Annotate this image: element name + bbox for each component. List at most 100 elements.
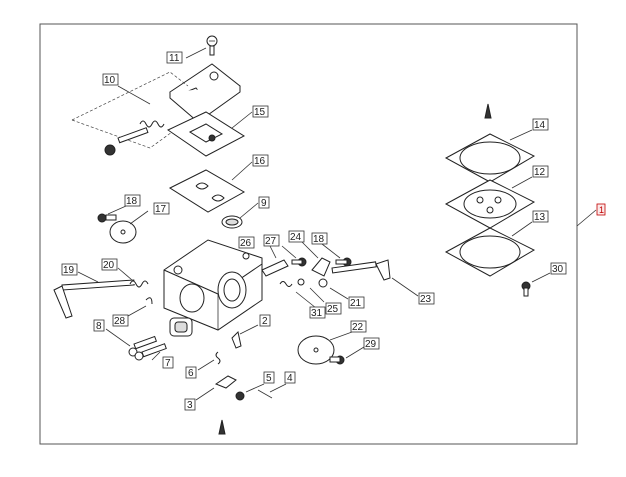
callout-text[interactable]: 1 <box>599 205 604 215</box>
label-18a: 18 <box>124 194 141 207</box>
label-28: 28 <box>112 314 129 327</box>
label-9: 9 <box>258 196 270 209</box>
label-13: 13 <box>532 210 549 223</box>
part-12-diaphragm-plate <box>444 179 536 229</box>
part-29-screw <box>329 355 345 365</box>
label-text: 24 <box>290 232 302 243</box>
label-19: 19 <box>61 263 78 276</box>
label-26-box: 26 <box>238 236 255 249</box>
label-27-box: 27 <box>263 234 280 247</box>
label-text: 18 <box>313 234 325 245</box>
part-6-spring <box>215 351 221 365</box>
label-text: 8 <box>96 321 102 332</box>
label-6: 6 <box>185 366 197 379</box>
label-10: 10 <box>102 73 119 86</box>
label-text: 5 <box>266 373 272 384</box>
callout-part-1[interactable]: 1 <box>596 203 606 216</box>
part-10-guide-line <box>71 71 189 121</box>
part-27-screw <box>291 257 307 267</box>
label-4: 4 <box>284 371 296 384</box>
label-3: 3 <box>184 398 196 411</box>
part-30-screw <box>521 281 531 297</box>
part-17-disk <box>109 220 137 244</box>
label-text: 20 <box>103 260 115 271</box>
label-16: 16 <box>252 154 269 167</box>
part-15-gasket <box>166 111 245 157</box>
label-2: 2 <box>259 314 271 327</box>
label-text: 25 <box>327 304 339 315</box>
label-text: 12 <box>534 167 546 178</box>
part-14-gasket <box>444 133 536 183</box>
label-text: 18 <box>126 196 138 207</box>
direction-arrow-down <box>218 419 226 435</box>
label-25: 25 <box>325 302 342 315</box>
part-24-lever <box>311 257 331 277</box>
label-text: 16 <box>254 156 266 167</box>
label-11: 11 <box>166 51 183 64</box>
label-text: 19 <box>63 265 75 276</box>
part-21-washer <box>318 278 328 288</box>
label-7: 7 <box>162 356 174 369</box>
part-23-shaft <box>331 259 391 281</box>
part-7-needle <box>134 343 167 361</box>
label-14: 14 <box>532 118 549 131</box>
label-text: 4 <box>287 373 293 384</box>
label-text: 31 <box>311 308 323 319</box>
label-23: 23 <box>418 292 435 305</box>
part-10-guide-line-2 <box>71 119 173 149</box>
label-5: 5 <box>263 371 275 384</box>
label-21: 21 <box>348 296 365 309</box>
part-20-spring <box>129 280 149 288</box>
carburetor-body <box>163 239 263 337</box>
part-10-cover <box>169 63 241 123</box>
leader-lines <box>77 47 597 401</box>
label-20: 20 <box>101 258 118 271</box>
part-31-spring <box>279 281 293 287</box>
label-text: 30 <box>552 264 564 275</box>
part-5-screw <box>235 391 245 401</box>
label-text: 27 <box>265 236 277 247</box>
label-31: 31 <box>309 306 326 319</box>
part-13-gasket <box>444 227 536 277</box>
label-17: 17 <box>153 202 170 215</box>
part-4-pin <box>257 389 273 399</box>
label-text: 29 <box>365 339 377 350</box>
label-text: 9 <box>261 198 267 209</box>
label-15: 15 <box>252 105 269 118</box>
label-29: 29 <box>363 337 380 350</box>
label-text: 14 <box>534 120 546 131</box>
part-9-filter <box>221 215 243 229</box>
label-text: 7 <box>165 358 171 369</box>
label-text: 11 <box>169 53 180 64</box>
label-text: 17 <box>155 204 167 215</box>
label-text: 6 <box>188 368 194 379</box>
part-3-lever <box>214 375 237 389</box>
part-25-clip <box>297 278 305 286</box>
label-18b: 18 <box>311 232 328 245</box>
part-16-plate <box>168 169 246 213</box>
label-text: 10 <box>104 75 116 86</box>
part-19-choke-shaft <box>53 279 135 319</box>
label-text: 13 <box>534 212 546 223</box>
label-text: 21 <box>350 298 362 309</box>
part-28-clip <box>145 297 153 305</box>
label-text: 26 <box>240 238 252 249</box>
label-text: 23 <box>420 294 432 305</box>
part-2-pin <box>231 330 242 349</box>
part-18-screw-left <box>97 213 117 223</box>
label-text: 15 <box>254 107 266 118</box>
label-text: 2 <box>262 316 268 327</box>
diagram-frame <box>39 23 578 445</box>
label-22: 22 <box>350 320 367 333</box>
part-26-bracket <box>261 259 289 277</box>
direction-arrow-up <box>484 103 492 119</box>
part-11-screw <box>206 35 218 56</box>
label-30: 30 <box>550 262 567 275</box>
label-12: 12 <box>532 165 549 178</box>
label-text: 3 <box>187 400 193 411</box>
label-24: 24 <box>288 230 305 243</box>
part-18-screw-right <box>335 257 352 267</box>
part-10-spring <box>104 120 165 156</box>
label-text: 28 <box>114 316 126 327</box>
